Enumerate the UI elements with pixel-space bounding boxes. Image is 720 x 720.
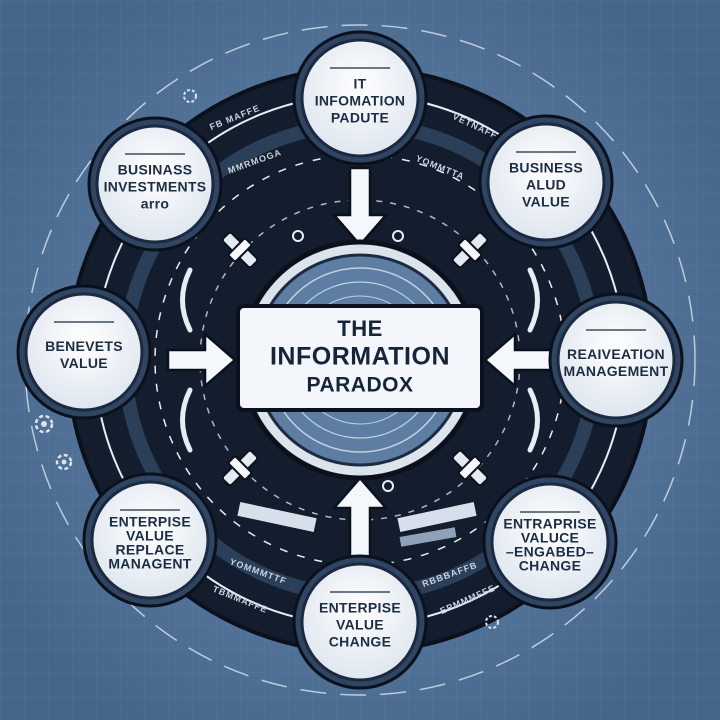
node-label-line: BENEVETS bbox=[45, 338, 123, 354]
center-title-line-1: THE bbox=[337, 316, 383, 341]
node-label-line: VALUCE bbox=[521, 530, 579, 546]
gear-icon bbox=[55, 453, 73, 471]
node-label-line: REPLACE bbox=[116, 542, 185, 558]
plug-icon bbox=[451, 449, 489, 487]
node-face bbox=[300, 38, 420, 158]
node-face bbox=[486, 122, 606, 242]
node-label-line: VALUE bbox=[126, 528, 174, 544]
node-label-line: arro bbox=[141, 196, 169, 212]
plug-icon bbox=[221, 231, 259, 269]
arrow-down-icon bbox=[331, 166, 389, 247]
center-title-line-3: PARADOX bbox=[307, 374, 414, 397]
node-label-line: ALUD bbox=[526, 177, 566, 193]
node-label-line: VALUE bbox=[336, 617, 384, 633]
node-label-line: MANAGENT bbox=[108, 556, 191, 572]
node-label-line: ENTERPISE bbox=[109, 514, 191, 530]
gear-icon bbox=[183, 89, 197, 103]
node-face bbox=[490, 482, 610, 602]
gear-icon bbox=[34, 414, 54, 434]
center-emblem: THE INFORMATION PARADOX bbox=[236, 239, 484, 481]
node-label-line: INVESTMENTS bbox=[104, 179, 207, 195]
node-face bbox=[556, 300, 676, 420]
node-label-line: BUSINASS bbox=[118, 162, 193, 178]
node-label-line: BUSINESS bbox=[509, 160, 583, 176]
node-label-line: MANAGEMENT bbox=[564, 363, 669, 379]
node-face bbox=[90, 480, 210, 600]
nodes-layer: ITINFOMATIONPADUTEBUSINESSALUDVALUEREAIV… bbox=[16, 30, 684, 690]
node-face bbox=[24, 292, 144, 412]
node-label-line: IT bbox=[353, 76, 366, 92]
inner-curved-arrows bbox=[180, 267, 540, 453]
center-title-line-2: INFORMATION bbox=[270, 343, 450, 371]
arrow-left-icon bbox=[483, 331, 554, 389]
node-label-line: PADUTE bbox=[331, 110, 389, 126]
node-label-line: ENTRAPRISE bbox=[503, 516, 596, 532]
center-arrows bbox=[166, 166, 554, 562]
node-label-line: CHANGE bbox=[329, 634, 391, 650]
arrow-right-icon bbox=[166, 331, 237, 389]
plug-icon bbox=[451, 231, 489, 269]
node-face bbox=[95, 124, 215, 244]
title-banner bbox=[236, 304, 484, 412]
node-face bbox=[300, 562, 420, 682]
plug-icon bbox=[221, 449, 259, 487]
node-label-line: CHANGE bbox=[519, 558, 581, 574]
node-label-line: VALUE bbox=[60, 355, 108, 371]
node-label-line: ENTERPISE bbox=[319, 600, 401, 616]
node-label-line: –ENGABED– bbox=[506, 544, 594, 560]
arrow-up-icon bbox=[331, 476, 389, 562]
node-label-line: VALUE bbox=[522, 194, 570, 210]
gear-icon bbox=[485, 615, 499, 629]
node-label-line: REAIVEATION bbox=[567, 346, 665, 362]
connector-icons bbox=[221, 231, 489, 487]
node-label-line: INFOMATION bbox=[315, 93, 406, 109]
decorative-bars bbox=[237, 502, 477, 547]
